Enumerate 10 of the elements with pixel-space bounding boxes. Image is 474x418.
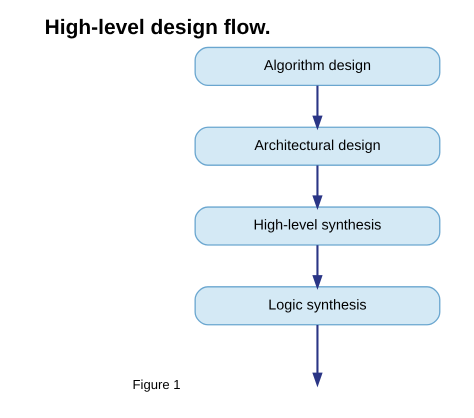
label: Figure 1: [132, 376, 181, 392]
diagram-title: High-level design flow.: [44, 16, 271, 40]
arrow: [312, 165, 323, 210]
node-box: Logic synthesis: [194, 286, 440, 326]
node-box: High-level synthesis: [194, 206, 440, 246]
node-box: Algorithm design: [194, 46, 440, 86]
arrow: [312, 245, 323, 290]
arrow: [312, 325, 323, 388]
arrow: [312, 86, 323, 130]
node-box: Architectural design: [194, 126, 440, 166]
